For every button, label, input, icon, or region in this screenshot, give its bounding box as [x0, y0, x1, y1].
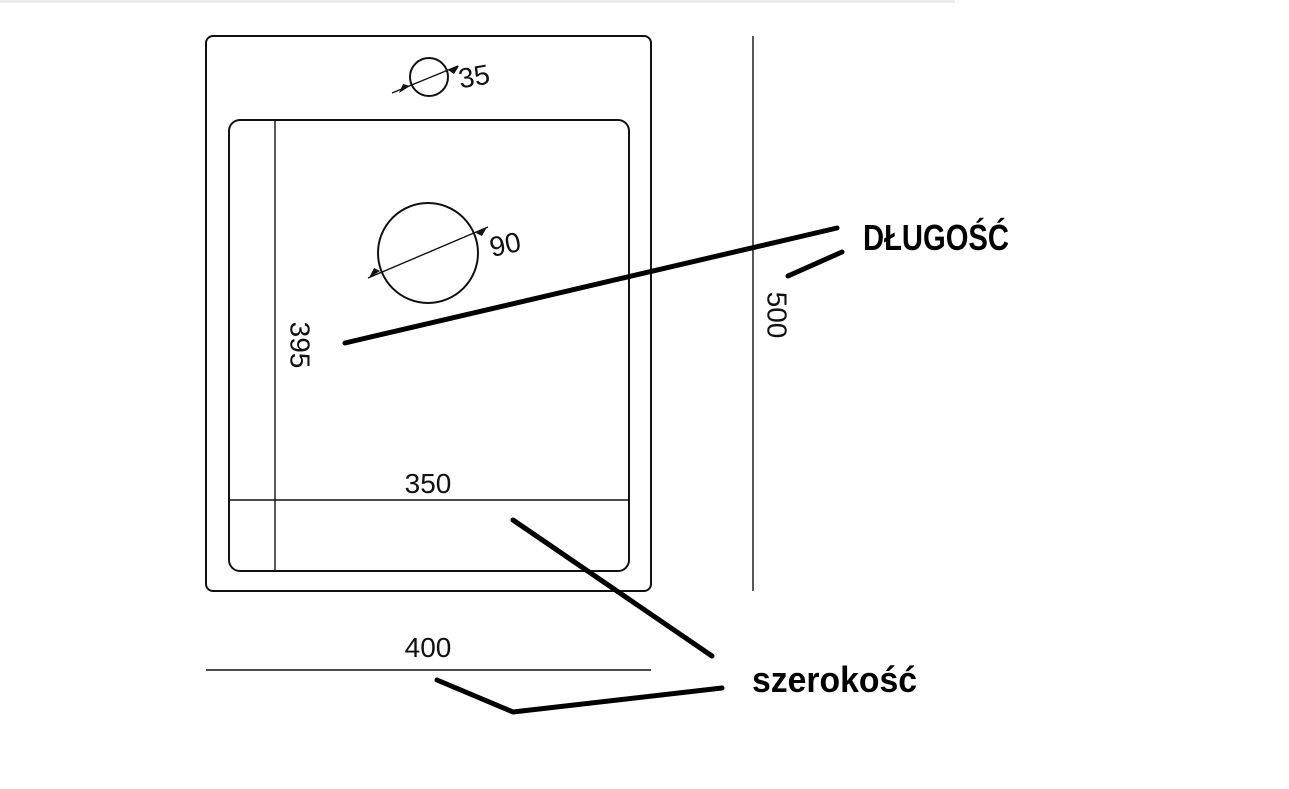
- tap-hole-circle: [409, 57, 449, 97]
- drain-dimension-label: 90: [487, 226, 524, 263]
- top-border-strip: [0, 0, 955, 3]
- tap-hole-dimension-label: 35: [456, 59, 492, 95]
- width-leader-line-inner: [510, 517, 715, 659]
- drain-arrow-right: [476, 227, 487, 236]
- width-callout-label: szerokość: [752, 659, 917, 700]
- inner-bowl-outline: [228, 119, 630, 572]
- outer-sink-outline: [205, 35, 652, 592]
- width-leader-line-outer: [434, 677, 725, 715]
- length-callout-label: DŁUGOŚĆ: [863, 216, 1009, 258]
- drain-diameter-line: [367, 226, 489, 279]
- length-leader-line-inner: [342, 225, 840, 346]
- tap-hole-arrow-right: [448, 66, 459, 74]
- outer-width-dimension-label: 400: [405, 632, 452, 663]
- drain-circle: [377, 202, 479, 304]
- length-leader-line-outer: [785, 249, 845, 279]
- outer-length-dimension-label: 500: [762, 292, 793, 339]
- inner-width-dimension-label: 350: [405, 468, 452, 499]
- drain-arrow-left: [369, 268, 380, 278]
- tap-hole-arrow-left: [399, 84, 410, 93]
- inner-length-dimension-label: 395: [285, 322, 316, 369]
